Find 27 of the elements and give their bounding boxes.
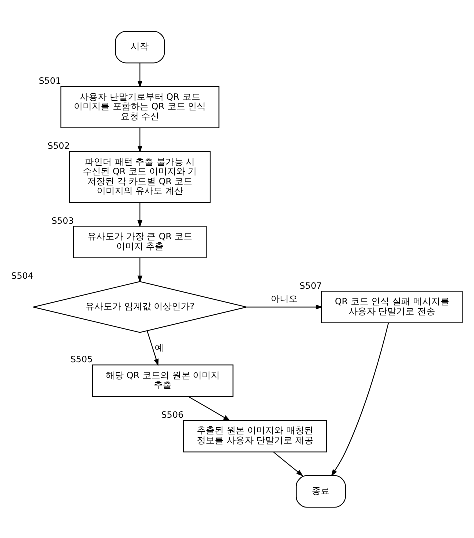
arrow	[138, 62, 143, 88]
edge-label: 예	[154, 344, 164, 354]
node-box: 파인더 패턴 추출 불가능 시 수신된 QR 코드 이미지와 기 저장된 각 카드별 QR 코드 이미지의 유사도 계산	[69, 150, 211, 203]
arrow	[147, 330, 159, 366]
node-box: 종료	[296, 474, 346, 508]
arrow	[138, 257, 143, 282]
arrow	[138, 202, 143, 228]
arrow	[273, 452, 304, 476]
node-label: S507	[300, 281, 322, 292]
node-label: S502	[48, 142, 70, 152]
node-box: 해당 QR 코드의 원본 이미지 추출	[92, 364, 234, 397]
node-box: QR 코드 인식 실패 메시지를 사용자 단말기로 전송	[322, 290, 463, 323]
node-label: S504	[11, 272, 34, 282]
node-box: 시작	[115, 30, 166, 64]
arrow	[246, 304, 324, 310]
arrow	[138, 127, 143, 153]
node-box: 유사도가 가장 큰 QR 코드 이미지 추출	[73, 226, 207, 258]
edge-label: 아니오	[270, 294, 298, 304]
node-label: S505	[70, 355, 93, 366]
node-diamond: 유사도가 임계값 이상인가?	[33, 280, 248, 333]
node-box: 사용자 단말기로부터 QR 코드 이미지를 포함하는 QR 코드 인식 요청 수신	[60, 86, 220, 128]
node-label: S503	[52, 216, 74, 226]
node-label: S506	[162, 410, 184, 420]
node-label: S501	[39, 76, 62, 87]
node-box: 추출된 원본 이미지와 매칭된 정보를 사용자 단말기로 제공	[183, 420, 328, 452]
arrow	[331, 322, 390, 476]
arrow	[188, 396, 231, 421]
